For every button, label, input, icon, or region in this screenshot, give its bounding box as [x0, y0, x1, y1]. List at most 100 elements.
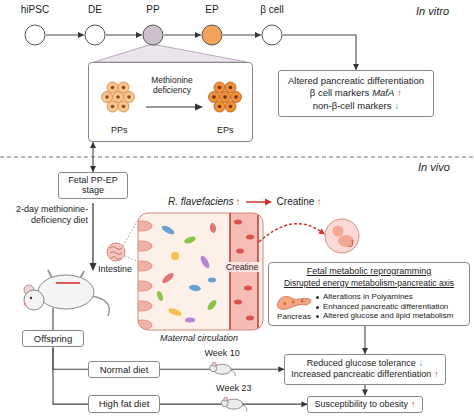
stage-circle: DE [68, 4, 122, 48]
cell-circle-shape [262, 25, 282, 45]
dashed-curve [259, 224, 320, 242]
bacterium [160, 224, 175, 236]
stage-label: EP [185, 4, 239, 16]
bullet-item: Enhanced pancreatic differentiation [315, 302, 465, 312]
annotation: In vitro [416, 5, 449, 17]
womb [325, 219, 359, 253]
bacterium [171, 252, 179, 260]
pp-cell-cluster [102, 82, 135, 112]
cell-circle [201, 24, 223, 46]
arrow-head [195, 104, 203, 111]
trend-arrow: ↓ [419, 358, 424, 368]
red-blood-cell [246, 316, 254, 321]
zoom-line [125, 256, 139, 262]
creatine-transfer-arrow [259, 224, 325, 242]
diet-arrow [90, 203, 97, 271]
mouse-icon-ear [224, 397, 228, 401]
panel-row: PancreasAlterations in PolyaminesEnhance… [273, 291, 465, 322]
stage-label: PP [126, 4, 180, 16]
stage-circle: PP [126, 4, 180, 48]
islet [301, 300, 304, 303]
stage-circle: β cell [245, 4, 299, 48]
connector-line [53, 347, 88, 404]
bullet-list: Alterations in PolyaminesEnhanced pancre… [315, 292, 465, 321]
taxon-label: R. flavefaciens [168, 196, 234, 207]
intestine-coil [110, 247, 122, 260]
text-row: Reduced glucose tolerance↓ [291, 358, 438, 369]
cell-stage-label: PPs [111, 125, 128, 135]
connector [362, 326, 368, 354]
panel-subheading: Disrupted energy metabolism-pancreatic a… [273, 278, 465, 288]
pp-cell [118, 101, 129, 112]
box-text: Reduced glucose tolerance [307, 358, 416, 368]
fetus-body [338, 235, 354, 247]
stage-box: Fetal PP-EP stage [58, 172, 128, 199]
red-blood-cell [234, 220, 242, 225]
villus [138, 241, 152, 251]
cohort-box: Offspring [22, 330, 84, 347]
bacterium [185, 318, 195, 323]
ep-cell [214, 101, 225, 112]
ep-cell-cluster [209, 82, 242, 112]
ep-cell [214, 82, 225, 93]
mouse [24, 270, 110, 316]
bacterium [208, 278, 216, 283]
trend-arrow: ↑ [316, 196, 321, 207]
zoom-line [123, 218, 139, 246]
gut-microbiota-panel [138, 213, 263, 330]
pancreas-icon [275, 291, 313, 313]
annotation: Intestine [98, 264, 132, 274]
cell-circle [84, 24, 106, 46]
edge-label: Week 23 [215, 383, 252, 394]
cell-circle [24, 24, 46, 46]
cell-circle-shape [143, 25, 163, 45]
offspring-line [52, 308, 53, 330]
mouse-leg [48, 270, 52, 278]
red-blood-cell [246, 235, 254, 240]
stage-circle: hiPSC [8, 4, 62, 48]
ep-cell [225, 82, 236, 93]
pp-cell [118, 82, 129, 93]
progenitor-panel: PPsMethionine deficiencyEPs [88, 62, 253, 142]
arrow-head [90, 263, 97, 271]
connector [164, 32, 201, 38]
gut-lumen [138, 213, 263, 330]
arrowhead [78, 32, 84, 38]
villus [138, 221, 152, 231]
arrowhead [90, 142, 96, 148]
pancreas-column: Pancreas [273, 291, 315, 322]
bacterium [189, 284, 202, 292]
metabolite-label: Creatine [277, 196, 315, 207]
villus [138, 320, 152, 330]
bacterium [206, 298, 218, 311]
box-text: Fetal PP-EP stage [62, 175, 124, 196]
organ-label: Pancreas [273, 313, 315, 322]
islet [292, 301, 295, 304]
annotation: 2-day methionine-deficiency diet [6, 204, 88, 226]
box-text: β cell markers [310, 87, 369, 98]
mouse-tail [92, 296, 109, 316]
villus [138, 281, 152, 291]
trend-arrow: ↑ [411, 399, 416, 409]
bacterium [161, 271, 176, 285]
stage-circle: EP [185, 4, 239, 48]
box-text: non-β-cell markers [313, 100, 392, 111]
annotation: In vivo [418, 161, 450, 173]
annotation: Maternal circulation [160, 333, 238, 343]
cell-circle [261, 24, 283, 46]
text-row: non-β-cell markers↓ [288, 100, 424, 112]
stage-label: β cell [245, 4, 299, 16]
result-box: Altered pancreatic differentiationβ cell… [278, 70, 434, 117]
pp-cell [107, 82, 118, 93]
arrowhead [255, 32, 261, 38]
cell-circle-shape [202, 25, 222, 45]
bacterium [156, 290, 164, 301]
annotation: Creatine [225, 262, 259, 272]
connector [53, 347, 88, 404]
trend-arrow: ↑ [397, 87, 402, 98]
box-text: Susceptibility to obesity [314, 399, 408, 409]
mouse-eye [30, 297, 32, 299]
diet-box: High fat diet [88, 395, 160, 412]
cell-circle-shape [25, 25, 45, 45]
